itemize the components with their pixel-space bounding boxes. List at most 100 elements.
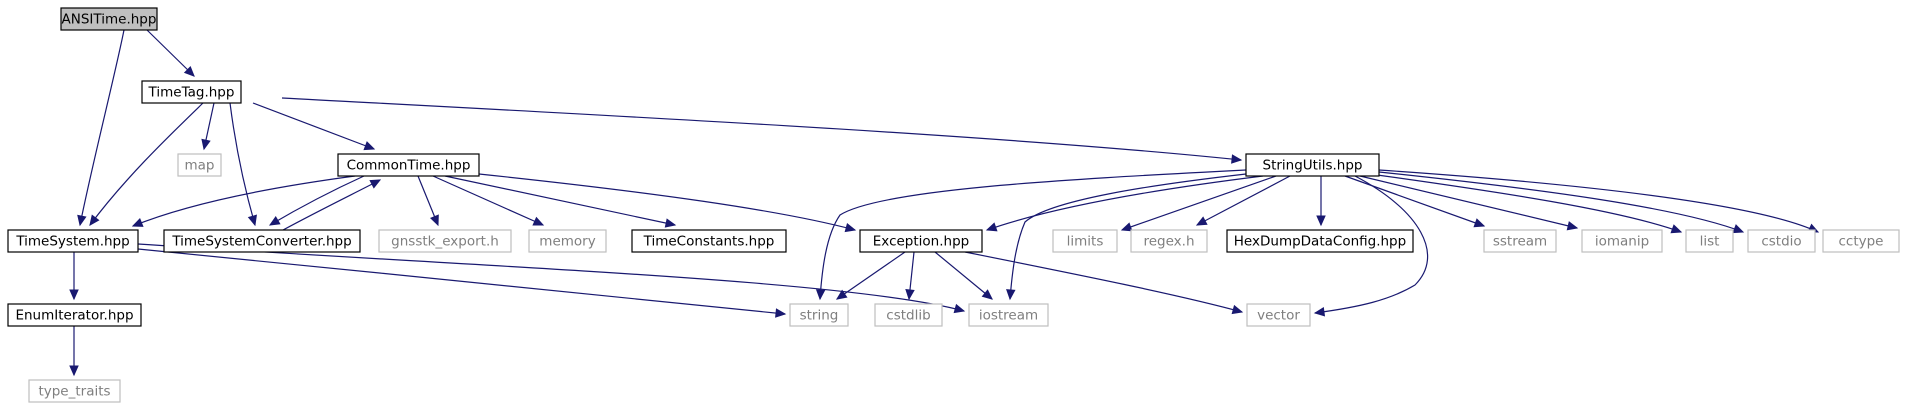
edge-line — [1314, 175, 1429, 314]
node-box — [1581, 229, 1663, 253]
node-label: Exception.hpp — [873, 234, 969, 250]
edge-arrowhead — [77, 214, 87, 227]
node-exception[interactable]: Exception.hpp — [859, 229, 983, 253]
node-stringutils[interactable]: StringUtils.hpp — [1245, 153, 1380, 177]
edge-arrowhead — [1670, 224, 1683, 234]
node-list: list — [1685, 229, 1734, 253]
edge-arrowhead — [201, 138, 211, 151]
node-label: StringUtils.hpp — [1263, 158, 1363, 174]
node-box — [1822, 229, 1900, 253]
node-box — [1130, 229, 1208, 253]
node-label: string — [800, 308, 839, 324]
edge-arrowhead — [247, 214, 257, 227]
node-label: vector — [1257, 308, 1300, 324]
edge-line — [137, 248, 786, 315]
edge-line — [79, 29, 125, 226]
node-box — [141, 80, 242, 104]
node-box — [1747, 229, 1816, 253]
node-box — [528, 229, 607, 253]
edge-arrowhead — [268, 216, 281, 226]
node-ansitime[interactable]: ANSITime.hpp — [60, 7, 158, 31]
edge-exception-to-string — [835, 251, 906, 300]
edge-arrowhead — [69, 365, 79, 377]
edge-line — [1121, 175, 1277, 231]
node-box — [859, 229, 983, 253]
edge-stringutils-to-cstdio — [1378, 171, 1745, 234]
edge-timetag-to-stringutils — [281, 97, 1243, 164]
node-label: EnumIterator.hpp — [15, 308, 133, 324]
edge-stringutils-to-sstream — [1344, 175, 1486, 228]
edge-timesystem-to-enumiterator — [69, 252, 79, 301]
node-sstream: sstream — [1483, 229, 1557, 253]
edge-stringutils-to-hexdump — [1316, 176, 1326, 227]
node-label: TimeSystemConverter.hpp — [171, 234, 351, 250]
edge-line — [836, 251, 906, 300]
edge-arrowhead — [953, 303, 966, 314]
edge-stringutils-to-limits — [1120, 175, 1277, 232]
node-string: string — [789, 303, 849, 327]
edge-line — [819, 169, 1247, 300]
node-timeconstants[interactable]: TimeConstants.hpp — [631, 229, 787, 253]
edge-line — [1196, 175, 1291, 226]
edge-line — [964, 251, 1243, 313]
node-memory: memory — [528, 229, 607, 253]
node-label: ANSITime.hpp — [62, 12, 157, 28]
node-iostream: iostream — [968, 303, 1049, 327]
node-label: list — [1700, 234, 1720, 250]
edge-line — [444, 175, 676, 226]
edge-arrowhead — [429, 214, 439, 227]
node-regex: regex.h — [1130, 229, 1208, 253]
edge-line — [432, 175, 544, 226]
edge-commontime-to-timesystemconverter — [268, 175, 365, 226]
edge-line — [252, 102, 375, 150]
edge-ansitime-to-timetag — [146, 29, 195, 77]
edge-arrowhead — [1231, 304, 1244, 315]
edge-arrowhead — [1473, 218, 1486, 228]
edge-arrowhead — [1231, 154, 1243, 164]
edge-stringutils-to-list — [1369, 173, 1683, 234]
edge-line — [478, 173, 856, 231]
edge-arrowhead — [1566, 221, 1579, 231]
edge-exception-to-iostream — [934, 251, 993, 300]
node-box — [1483, 229, 1557, 253]
edge-line — [146, 29, 195, 77]
edge-arrowhead — [664, 218, 677, 228]
edge-timetag-to-timesystemconverter — [229, 102, 257, 227]
edge-arrowhead — [89, 214, 100, 226]
node-label: map — [185, 158, 215, 174]
edge-arrowhead — [363, 141, 376, 151]
node-timesystem[interactable]: TimeSystem.hpp — [7, 229, 139, 253]
edge-arrowhead — [1313, 307, 1326, 317]
node-timesystemconverter[interactable]: TimeSystemConverter.hpp — [163, 229, 361, 253]
node-timetag[interactable]: TimeTag.hpp — [141, 80, 242, 104]
edge-arrowhead — [183, 65, 195, 77]
edge-line — [281, 97, 1242, 161]
node-box — [968, 303, 1049, 327]
edges-layer — [69, 29, 1820, 377]
edge-enumiterator-to-type_traits — [69, 326, 79, 377]
edge-line — [1009, 173, 1247, 300]
edge-stringutils-to-exception — [985, 175, 1264, 232]
node-label: HexDumpDataConfig.hpp — [1234, 234, 1406, 250]
node-map: map — [177, 153, 222, 177]
node-cstdio: cstdio — [1747, 229, 1816, 253]
node-cctype: cctype — [1822, 229, 1900, 253]
node-commontime[interactable]: CommonTime.hpp — [337, 153, 480, 177]
node-label: TimeSystem.hpp — [15, 234, 129, 250]
edge-line — [1359, 175, 1578, 229]
edge-commontime-to-timeconstants — [444, 175, 677, 228]
edge-exception-to-cstdlib — [905, 251, 915, 301]
node-enumiterator[interactable]: EnumIterator.hpp — [7, 303, 142, 327]
edge-ansitime-to-timesystem — [77, 29, 125, 227]
node-hexdump[interactable]: HexDumpDataConfig.hpp — [1226, 229, 1414, 253]
node-label: TimeTag.hpp — [148, 85, 235, 101]
edge-arrowhead — [1732, 224, 1745, 234]
node-box — [337, 153, 480, 177]
node-label: cctype — [1838, 234, 1883, 250]
node-box — [163, 229, 361, 253]
node-box — [7, 229, 139, 253]
node-box — [631, 229, 787, 253]
edge-commontime-to-timesystem — [131, 175, 356, 227]
edge-line — [132, 175, 356, 227]
